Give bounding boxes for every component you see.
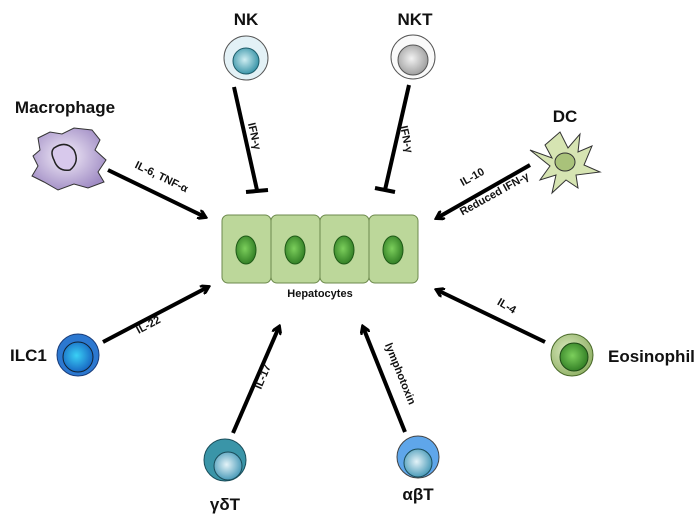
- ilc1-arrow: [102, 287, 208, 344]
- macrophage-cytokine: IL-6, TNF-α: [133, 159, 190, 195]
- abt-arrow: [363, 327, 407, 433]
- nk-inhibit-bar: [245, 188, 269, 194]
- abt-cell-icon: [396, 435, 440, 479]
- abt-label: αβT: [402, 485, 434, 504]
- macrophage-arrow: [107, 168, 205, 217]
- nk-cell-icon: [223, 35, 269, 81]
- nkt-cytokine: IFN-γ: [397, 125, 415, 155]
- nkt-inhibit-bar: [374, 186, 396, 194]
- nk-label: NK: [234, 10, 259, 29]
- ilc1-cell-icon: [56, 333, 100, 377]
- eosinophil-arrow: [437, 290, 546, 344]
- gdt-label: γδT: [210, 495, 241, 514]
- macrophage-cell-icon: [31, 127, 107, 191]
- dc-arrow: [437, 163, 531, 218]
- gdt-cell-icon: [203, 438, 247, 482]
- hepatocytes: Hepatocytes: [221, 214, 419, 300]
- dc-label: DC: [553, 107, 578, 126]
- macrophage-label: Macrophage: [15, 98, 115, 117]
- gdt-cytokine: IL-17: [253, 363, 274, 391]
- hepatocyte-cell: [319, 214, 370, 284]
- gdt-arrow: [231, 327, 279, 434]
- ilc1-label: ILC1: [10, 346, 47, 365]
- dc-cytokine-1: IL-10: [458, 166, 486, 189]
- abt-cytokine: lymphotoxin: [382, 341, 418, 406]
- hepatocyte-cell: [221, 214, 272, 284]
- eosinophil-cell-icon: [550, 333, 594, 377]
- hepatocytes-label: Hepatocytes: [287, 288, 352, 300]
- nkt-label: NKT: [398, 10, 434, 29]
- dc-cell-icon: [529, 131, 602, 195]
- hepatocyte-cell: [368, 214, 419, 284]
- eosinophil-cytokine: IL-4: [495, 296, 519, 317]
- nkt-inhibit-line: [383, 84, 411, 191]
- nkt-cell-icon: [390, 34, 436, 80]
- nk-inhibit-line: [232, 86, 259, 191]
- eosinophil-label: Eosinophil: [608, 347, 695, 366]
- hepatocyte-cell: [270, 214, 321, 284]
